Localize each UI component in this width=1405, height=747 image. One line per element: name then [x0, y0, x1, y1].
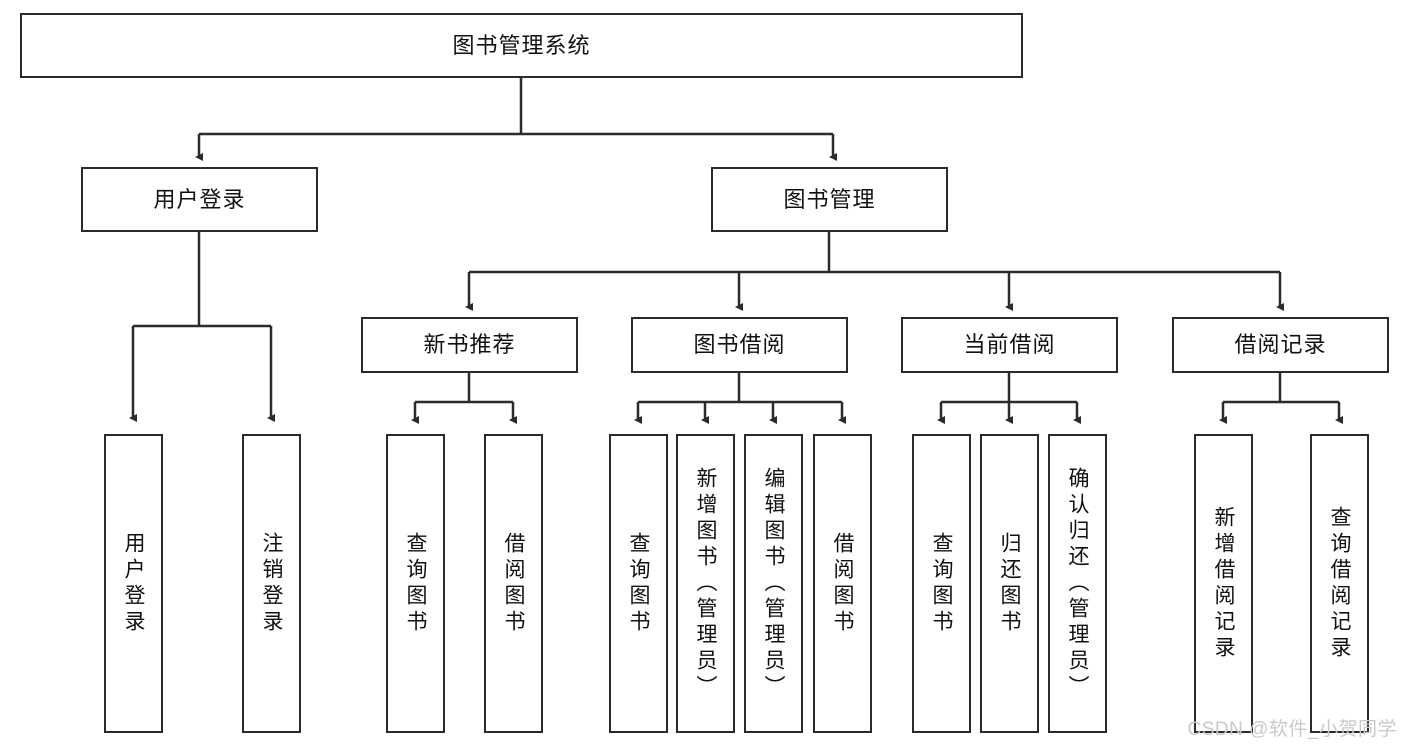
- node-label: 编辑图书（管理员）: [762, 466, 785, 701]
- node-label: 查询借阅记录: [1328, 505, 1351, 662]
- node-user-login[interactable]: 用户登录: [81, 167, 318, 232]
- leaf-current-return-book[interactable]: 归还图书: [980, 434, 1039, 733]
- node-label: 图书管理: [783, 186, 876, 212]
- node-label: 查询图书: [404, 531, 427, 636]
- leaf-record-query-record[interactable]: 查询借阅记录: [1310, 434, 1369, 733]
- leaf-current-confirm-return-admin[interactable]: 确认归还（管理员）: [1048, 434, 1107, 733]
- node-book-management[interactable]: 图书管理: [711, 167, 948, 232]
- node-label: 图书管理系统: [452, 32, 591, 58]
- leaf-borrow-add-book-admin[interactable]: 新增图书（管理员）: [676, 434, 735, 733]
- leaf-new-book-query-book[interactable]: 查询图书: [386, 434, 445, 733]
- node-label: 查询图书: [930, 531, 953, 636]
- node-label: 当前借阅: [963, 332, 1056, 358]
- leaf-borrow-query-book[interactable]: 查询图书: [609, 434, 668, 733]
- leaf-user-login-logout[interactable]: 注销登录: [242, 434, 301, 733]
- leaf-record-add-record[interactable]: 新增借阅记录: [1194, 434, 1253, 733]
- node-borrow-record[interactable]: 借阅记录: [1172, 317, 1389, 373]
- node-label: 查询图书: [627, 531, 650, 636]
- node-book-borrow[interactable]: 图书借阅: [631, 317, 848, 373]
- node-label: 图书借阅: [693, 332, 786, 358]
- csdn-watermark: CSDN @软件_小贺同学: [1187, 719, 1397, 740]
- node-label: 借阅图书: [502, 531, 525, 636]
- node-label: 新增借阅记录: [1212, 505, 1235, 662]
- leaf-borrow-borrow-book[interactable]: 借阅图书: [813, 434, 872, 733]
- node-label: 新增图书（管理员）: [694, 466, 717, 701]
- leaf-user-login-login[interactable]: 用户登录: [104, 434, 163, 733]
- node-label: 归还图书: [998, 531, 1021, 636]
- node-label: 借阅记录: [1234, 332, 1327, 358]
- node-new-book-recommend[interactable]: 新书推荐: [361, 317, 578, 373]
- node-root-system[interactable]: 图书管理系统: [20, 13, 1023, 78]
- leaf-new-book-borrow-book[interactable]: 借阅图书: [484, 434, 543, 733]
- leaf-current-query-book[interactable]: 查询图书: [912, 434, 971, 733]
- node-label: 新书推荐: [423, 332, 516, 358]
- node-label: 借阅图书: [831, 531, 854, 636]
- node-label: 注销登录: [260, 531, 283, 636]
- node-current-borrow[interactable]: 当前借阅: [901, 317, 1118, 373]
- node-label: 确认归还（管理员）: [1066, 466, 1089, 701]
- node-label: 用户登录: [122, 531, 145, 636]
- leaf-borrow-edit-book-admin[interactable]: 编辑图书（管理员）: [744, 434, 803, 733]
- node-label: 用户登录: [153, 186, 246, 212]
